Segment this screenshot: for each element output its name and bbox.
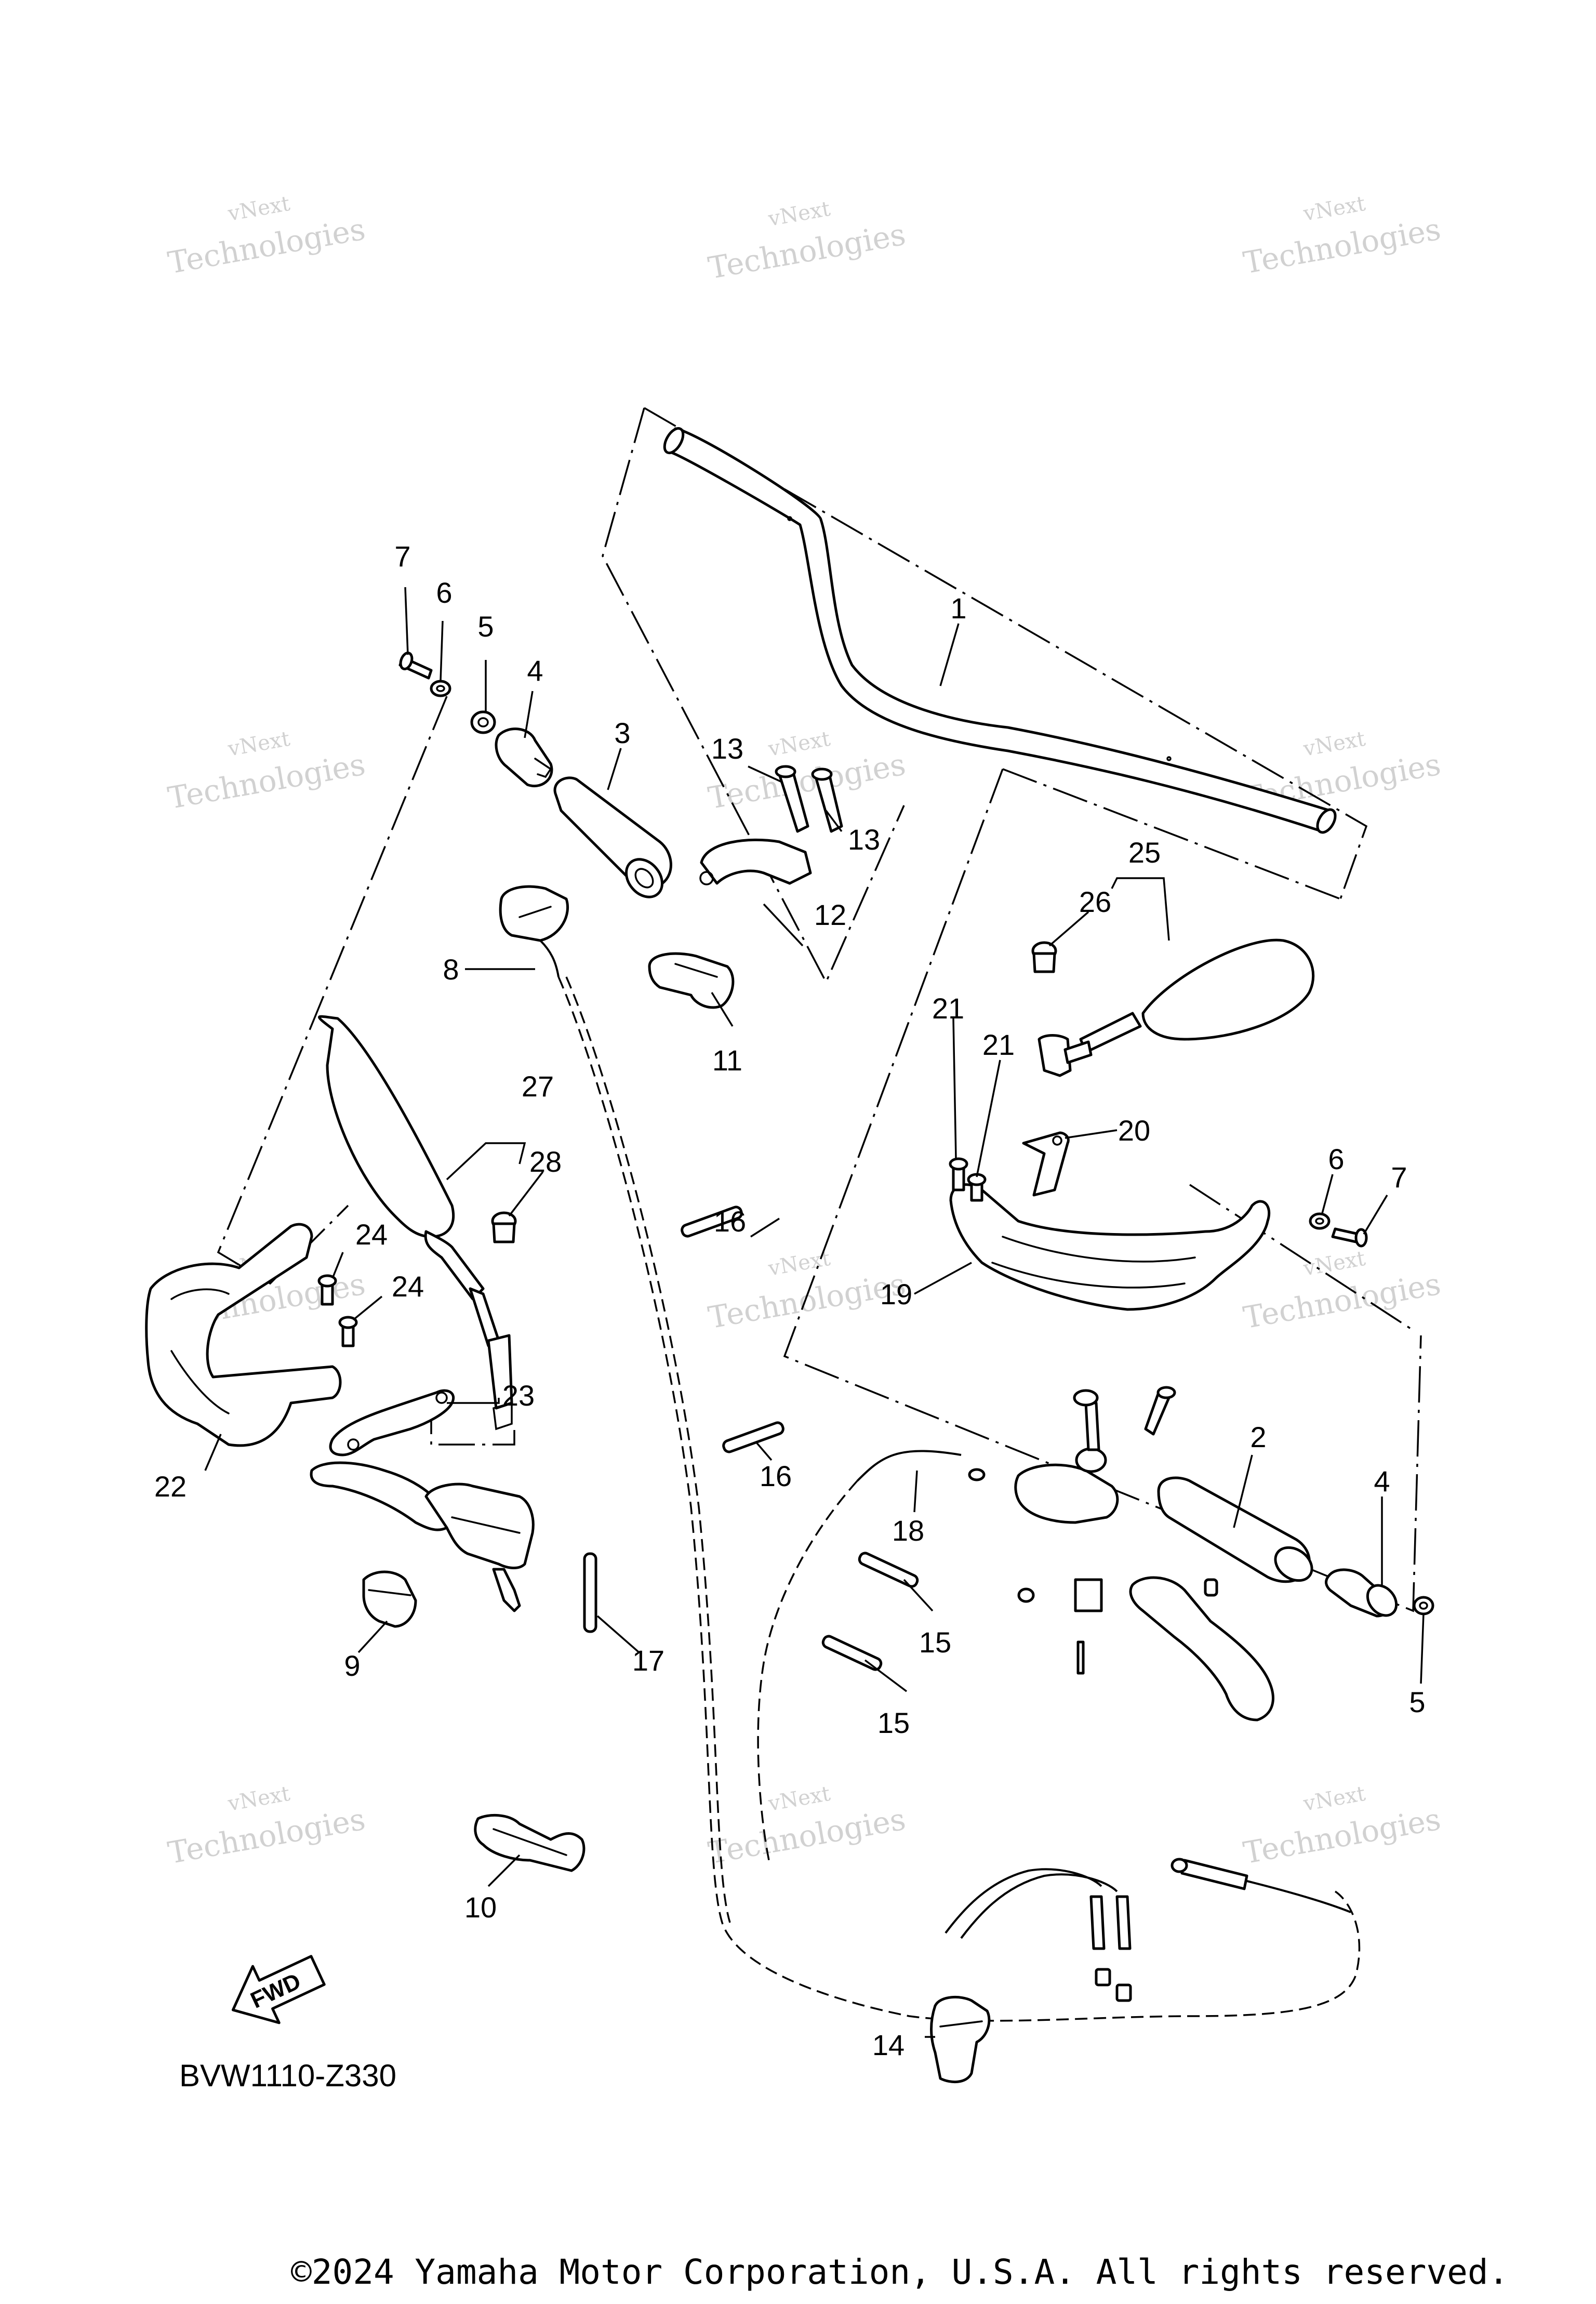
callout-3: 3 — [614, 717, 630, 749]
callout-21-left: 21 — [932, 992, 964, 1025]
fwd-arrow-icon: FWD — [231, 1955, 326, 2024]
callout-15-lower: 15 — [877, 1706, 910, 1739]
right-throttle-assembly — [757, 1386, 1434, 2084]
watermark: vNext Technologies — [706, 1247, 908, 1336]
callout-4-left: 4 — [527, 654, 543, 687]
leader-lines — [204, 587, 1425, 2038]
callout-7-left: 7 — [394, 540, 410, 573]
callout-1: 1 — [950, 592, 966, 625]
callout-18: 18 — [892, 1514, 924, 1547]
watermark: vNext Technologies — [1241, 192, 1443, 281]
svg-text:vNext: vNext — [1301, 727, 1367, 761]
right-frame-top — [1002, 768, 1341, 900]
callout-24-lower: 24 — [392, 1270, 424, 1303]
drawing-code: BVW1110-Z330 — [179, 2058, 396, 2093]
callout-6-right: 6 — [1328, 1143, 1344, 1175]
callout-9: 9 — [344, 1649, 360, 1682]
svg-text:Technologies: Technologies — [1241, 1802, 1443, 1871]
assembly-frame-lines — [217, 407, 1422, 1612]
callout-7-right: 7 — [1391, 1161, 1407, 1194]
callout-26: 26 — [1079, 885, 1111, 918]
cable-end — [1115, 1983, 1132, 2002]
right-mirror-part-25 — [1031, 938, 1315, 1077]
svg-text:Technologies: Technologies — [706, 1802, 908, 1871]
small-connector — [1074, 1578, 1103, 1612]
callout-22: 22 — [154, 1470, 187, 1503]
callout-12: 12 — [814, 898, 846, 931]
callout-19: 19 — [880, 1278, 912, 1310]
watermark: vNext Technologies — [706, 197, 908, 286]
svg-text:Technologies: Technologies — [1241, 1266, 1443, 1336]
callout-24-upper: 24 — [355, 1218, 388, 1251]
cable-tie-17 — [583, 1552, 597, 1633]
watermark: vNext Technologies — [706, 727, 908, 816]
small-pin — [1204, 1578, 1218, 1597]
svg-text:Technologies: Technologies — [706, 217, 908, 286]
svg-text:vNext: vNext — [766, 1247, 832, 1281]
callout-14: 14 — [872, 2029, 905, 2061]
callout-23: 23 — [502, 1379, 535, 1412]
callout-16-lower: 16 — [760, 1460, 792, 1492]
callout-25: 25 — [1128, 836, 1161, 869]
callout-labels: 1 2 3 4 4 5 5 6 6 7 7 8 9 10 11 12 13 13… — [154, 540, 1426, 2061]
cable-tie-15-upper — [858, 1552, 919, 1588]
callout-11: 11 — [712, 1044, 742, 1077]
callout-28: 28 — [529, 1145, 562, 1178]
watermark: vNext Technologies — [165, 192, 368, 281]
handlebar-part-1 — [663, 427, 1337, 834]
left-lever-assembly — [310, 1461, 586, 1872]
handlebar-holders — [648, 765, 843, 1009]
callout-13-upper: 13 — [711, 732, 743, 765]
callout-5-left: 5 — [477, 610, 494, 643]
cable-end — [1095, 1968, 1111, 1987]
left-mirror-part-27 — [318, 1015, 517, 1431]
callout-17: 17 — [632, 1644, 664, 1677]
watermark: vNext Technologies — [706, 1782, 908, 1871]
callout-21-right: 21 — [982, 1028, 1015, 1061]
watermark: vNext Technologies — [1241, 1782, 1443, 1871]
handlebar-frame — [602, 407, 905, 985]
svg-text:vNext: vNext — [766, 1782, 832, 1816]
svg-text:Technologies: Technologies — [1241, 211, 1443, 281]
svg-text:Technologies: Technologies — [165, 211, 368, 281]
svg-text:vNext: vNext — [225, 192, 291, 226]
callout-16-upper: 16 — [714, 1205, 746, 1238]
svg-text:Technologies: Technologies — [165, 747, 368, 816]
handlebar-frame-right — [644, 407, 1368, 899]
left-grip-assembly — [398, 652, 672, 898]
right-handguard-part-19 — [949, 1131, 1368, 1311]
callout-15-upper: 15 — [919, 1626, 951, 1659]
svg-text:vNext: vNext — [1301, 192, 1367, 226]
callout-8: 8 — [443, 953, 459, 986]
callout-4-right: 4 — [1374, 1465, 1390, 1498]
svg-text:vNext: vNext — [1301, 1247, 1367, 1281]
left-handguard-part-22 — [145, 1223, 455, 1456]
watermark: vNext Technologies — [1241, 1247, 1443, 1336]
svg-text:Technologies: Technologies — [706, 1266, 908, 1336]
callout-5-right: 5 — [1409, 1686, 1425, 1718]
svg-text:vNext: vNext — [225, 727, 291, 761]
watermark: vNext Technologies — [165, 1782, 368, 1871]
callout-27: 27 — [522, 1070, 554, 1103]
svg-text:vNext: vNext — [766, 727, 832, 761]
cable-tie-16-upper — [681, 1206, 743, 1238]
item-6-7-line — [1189, 1184, 1414, 1331]
svg-text:vNext: vNext — [1301, 1782, 1367, 1816]
watermark: vNext Technologies — [165, 727, 368, 816]
cable-tie-16-lower — [722, 1421, 784, 1453]
callout-13-lower: 13 — [848, 823, 880, 856]
cable-ties — [583, 1206, 919, 1671]
callout-20: 20 — [1118, 1114, 1150, 1147]
callout-2: 2 — [1250, 1421, 1266, 1453]
svg-text:Technologies: Technologies — [165, 1802, 368, 1871]
svg-text:vNext: vNext — [766, 197, 832, 231]
callout-10: 10 — [464, 1891, 497, 1924]
callout-6-left: 6 — [436, 576, 452, 609]
left-switch-part-8 — [499, 885, 1361, 2022]
copyright-notice: ©2024 Yamaha Motor Corporation, U.S.A. A… — [291, 2252, 1509, 2292]
svg-text:vNext: vNext — [225, 1782, 291, 1816]
